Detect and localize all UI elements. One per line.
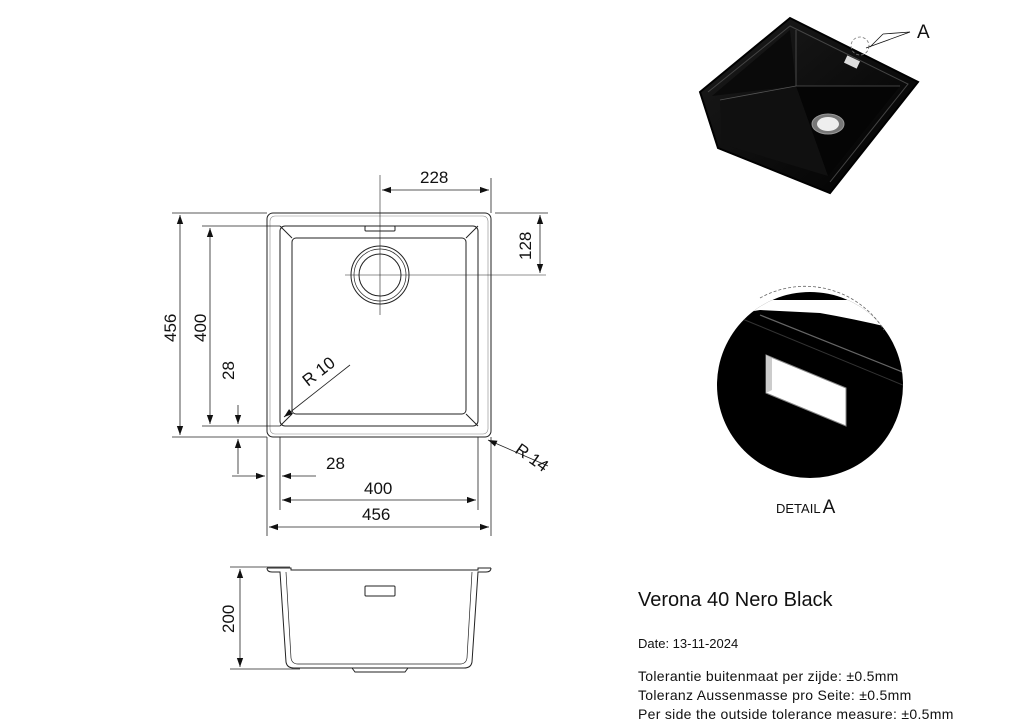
outer-outline [266,212,492,438]
tolerance-value: ±0.5mm [846,668,899,684]
detail-a-view [717,285,903,478]
dim-28-horizontal: 28 [326,454,345,473]
detail-letter: A [822,497,836,518]
inner-bowl-top [279,225,479,427]
sink-3d-view [698,16,920,195]
dim-200: 200 [219,605,238,633]
dim-228: 228 [420,168,448,187]
drawing-date: Date: 13-11-2024 [638,636,739,651]
tolerance-line-en: Per side the outside tolerance measure: … [638,706,954,722]
dim-28-vertical: 28 [219,361,238,380]
overflow-slot-side [364,585,396,597]
tolerance-line-nl: Tolerantie buitenmaat per zijde: ±0.5mm [638,668,899,684]
top-view [266,175,546,438]
dim-456-horizontal: 456 [362,505,390,524]
dim-400-horizontal: 400 [364,479,392,498]
callout-a-label: A [917,22,930,43]
dim-r10: R 10 [299,353,339,390]
tolerance-line-de: Toleranz Aussenmasse pro Seite: ±0.5mm [638,687,912,703]
dim-128: 128 [516,232,535,260]
dim-400-vertical: 400 [191,314,210,342]
dim-456-vertical: 456 [161,314,180,342]
detail-label: DETAIL [776,501,821,516]
tolerance-value: ±0.5mm [901,706,954,722]
tolerance-label: Tolerantie buitenmaat per zijde: [638,668,843,684]
dim-r14: R 14 [512,440,552,476]
side-view [266,567,492,673]
tolerance-value: ±0.5mm [859,687,912,703]
product-title: Verona 40 Nero Black [638,589,833,611]
inner-bowl-bottom [291,237,467,415]
tolerance-label: Toleranz Aussenmasse pro Seite: [638,687,856,703]
tolerance-label: Per side the outside tolerance measure: [638,706,898,722]
